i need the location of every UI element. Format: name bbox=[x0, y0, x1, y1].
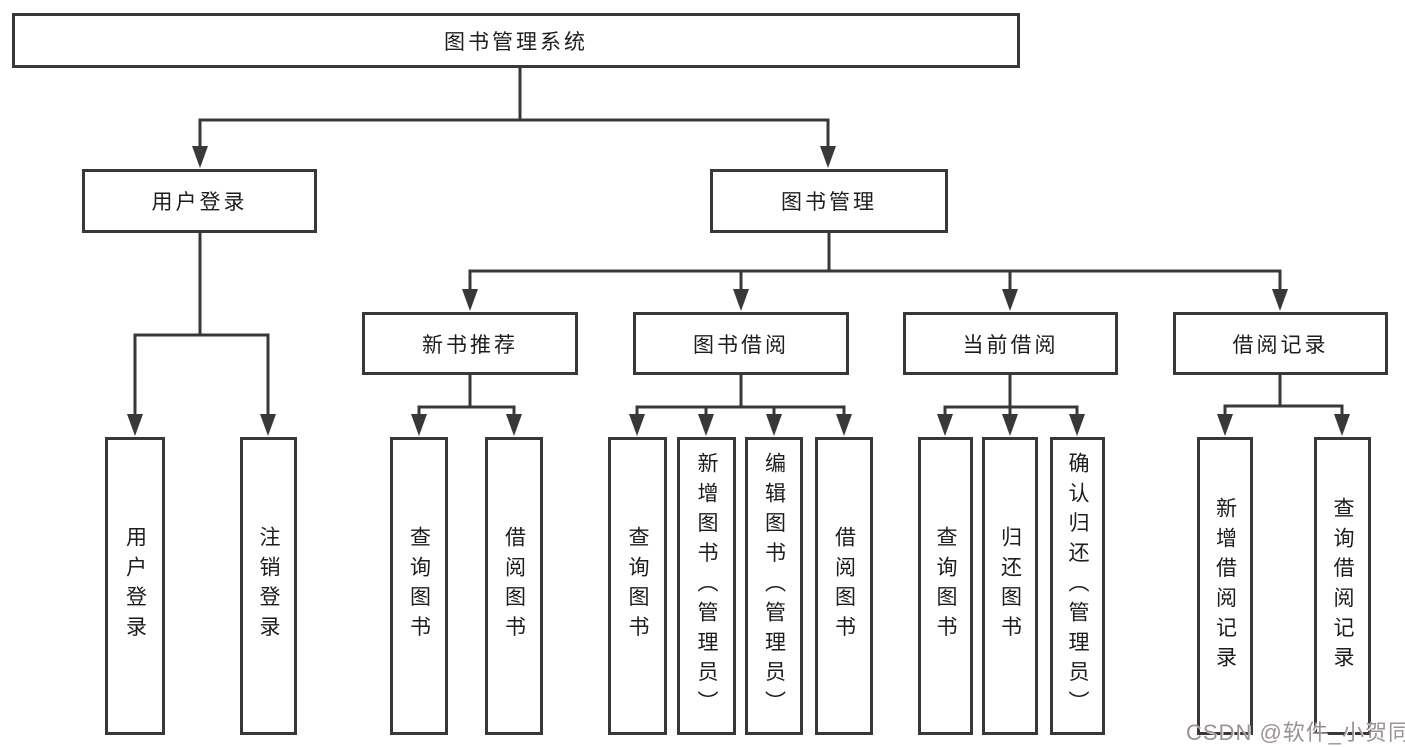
leaf-borrow-edit-books-admin: 编辑图书（管理员） bbox=[745, 437, 803, 735]
leaf-newbook-query-books-label: 查询图书 bbox=[407, 526, 431, 646]
leaf-newbook-borrow-books-label: 借阅图书 bbox=[502, 526, 526, 646]
leaf-newbook-borrow-books: 借阅图书 bbox=[485, 437, 543, 735]
node-book-borrow-label: 图书借阅 bbox=[693, 333, 789, 357]
node-borrow-records-label: 借阅记录 bbox=[1232, 333, 1329, 357]
node-book-management: 图书管理 bbox=[710, 169, 948, 233]
leaf-records-query-record-label: 查询借阅记录 bbox=[1331, 496, 1354, 676]
csdn-watermark: CSDN @软件_小贺同学 bbox=[1186, 720, 1405, 745]
leaf-logout: 注销登录 bbox=[240, 437, 297, 735]
leaf-records-add-record: 新增借阅记录 bbox=[1197, 437, 1253, 735]
leaf-current-return-books: 归还图书 bbox=[982, 437, 1038, 735]
leaf-logout-label: 注销登录 bbox=[257, 526, 280, 646]
node-book-borrow: 图书借阅 bbox=[633, 312, 849, 375]
leaf-borrow-query-books: 查询图书 bbox=[608, 437, 667, 735]
leaf-current-query-books: 查询图书 bbox=[918, 437, 973, 735]
leaf-user-login: 用户登录 bbox=[105, 437, 165, 735]
leaf-current-query-books-label: 查询图书 bbox=[934, 526, 957, 646]
node-new-book-recommend: 新书推荐 bbox=[362, 312, 578, 375]
leaf-current-return-books-label: 归还图书 bbox=[998, 526, 1022, 646]
leaf-current-confirm-return-admin-label: 确认归还（管理员） bbox=[1066, 451, 1089, 721]
leaf-borrow-borrow-books: 借阅图书 bbox=[815, 437, 873, 735]
leaf-user-login-label: 用户登录 bbox=[123, 526, 147, 646]
node-current-borrow-label: 当前借阅 bbox=[962, 333, 1059, 357]
leaf-current-confirm-return-admin: 确认归还（管理员） bbox=[1050, 437, 1105, 735]
node-user-login-label: 用户登录 bbox=[151, 191, 248, 214]
leaf-borrow-edit-books-admin-label: 编辑图书（管理员） bbox=[762, 451, 786, 721]
leaf-borrow-query-books-label: 查询图书 bbox=[626, 526, 649, 646]
node-root-system: 图书管理系统 bbox=[12, 13, 1020, 68]
node-borrow-records: 借阅记录 bbox=[1173, 312, 1388, 375]
leaf-records-add-record-label: 新增借阅记录 bbox=[1213, 496, 1237, 676]
leaf-newbook-query-books: 查询图书 bbox=[390, 437, 448, 735]
node-user-login: 用户登录 bbox=[82, 169, 317, 233]
leaf-borrow-add-books-admin: 新增图书（管理员） bbox=[677, 437, 736, 735]
leaf-records-query-record: 查询借阅记录 bbox=[1314, 437, 1371, 735]
node-new-book-recommend-label: 新书推荐 bbox=[422, 333, 518, 357]
node-current-borrow: 当前借阅 bbox=[903, 312, 1118, 375]
node-root-system-label: 图书管理系统 bbox=[444, 30, 588, 54]
leaf-borrow-borrow-books-label: 借阅图书 bbox=[832, 526, 856, 646]
node-book-management-label: 图书管理 bbox=[781, 191, 877, 214]
leaf-borrow-add-books-admin-label: 新增图书（管理员） bbox=[695, 451, 718, 721]
